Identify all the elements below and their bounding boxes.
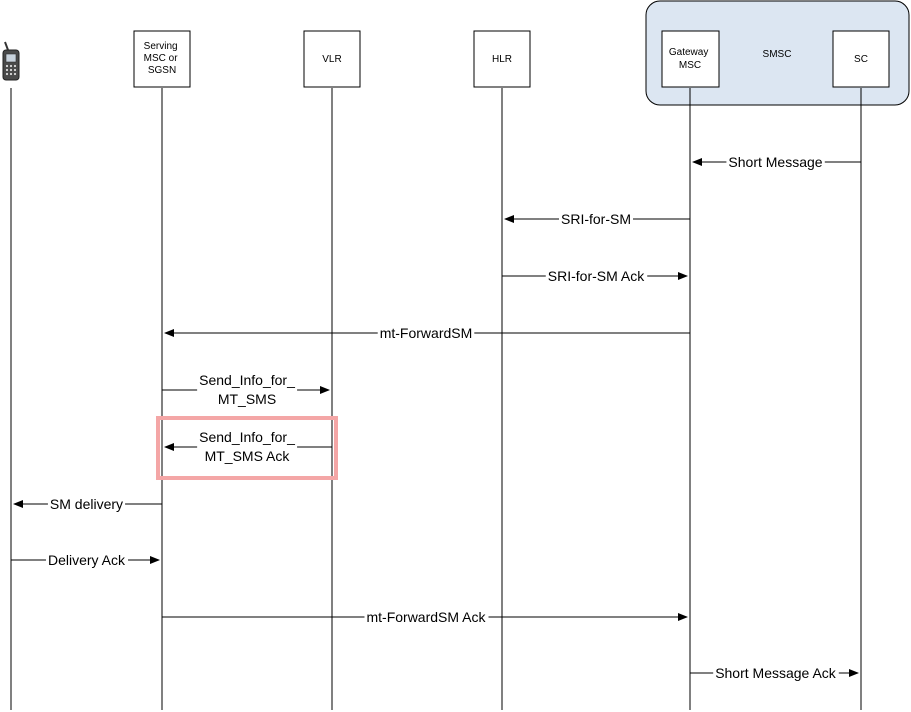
message-9: mt-ForwardSM Ack [162, 609, 688, 625]
sc-label: SC [854, 54, 868, 65]
message-label-line: Send_Info_for_ [199, 372, 295, 388]
message-8: Delivery Ack [11, 552, 160, 568]
message-6: Send_Info_for_ MT_SMS Ack [156, 416, 338, 480]
message-label-background [45, 552, 129, 568]
vlr-label: VLR [322, 54, 341, 65]
message-10: Short Message Ack [690, 665, 859, 681]
message-label: Send_Info_for_ MT_SMS Ack [199, 429, 295, 464]
serving-msc-label-line1: Serving [144, 41, 178, 52]
message-label-background [726, 154, 825, 170]
message-label-line: mt-ForwardSM [380, 325, 473, 341]
message-label: SRI-for-SM [561, 211, 631, 227]
message-label-background [713, 665, 839, 681]
entity-vlr: VLR [303, 30, 361, 88]
message-label: mt-ForwardSM [380, 325, 473, 341]
message-label-background [545, 268, 648, 284]
message-5: Send_Info_for_ MT_SMS [162, 372, 330, 407]
message-label: SM delivery [50, 496, 123, 512]
message-label-line: Send_Info_for_ [199, 429, 295, 445]
message-label-background [364, 609, 489, 625]
message-label: Short Message [728, 154, 822, 170]
message-label: Short Message Ack [715, 665, 837, 681]
message-label-line: SRI-for-SM Ack [548, 268, 645, 284]
smsc-group-label: SMSC [763, 49, 792, 60]
message-4: mt-ForwardSM [164, 325, 690, 341]
message-2: SRI-for-SM [504, 211, 690, 227]
message-label-line: MT_SMS [218, 391, 276, 407]
svg-text:Serving MSC or SGS: Serving MSC or SGSN [144, 41, 181, 76]
message-7: SM delivery [13, 496, 162, 512]
message-3: SRI-for-SM Ack [502, 268, 688, 284]
entity-serving-msc: Serving MSC or SGSN [133, 30, 191, 88]
svg-text:Gateway MSC: Gateway MSC [669, 47, 711, 71]
message-label-line: SM delivery [50, 496, 123, 512]
mobile-phone-icon [2, 41, 20, 81]
message-label-line: mt-ForwardSM Ack [366, 609, 486, 625]
message-label-background [559, 211, 633, 227]
message-label: Send_Info_for_ MT_SMS [199, 372, 295, 407]
message-label-line: SRI-for-SM [561, 211, 631, 227]
serving-msc-label-line3: SGSN [148, 65, 176, 76]
entity-gateway-msc: Gateway MSC [661, 30, 720, 88]
message-label-background [197, 429, 298, 464]
message-label-line: MT_SMS Ack [205, 448, 291, 464]
message-label-background [197, 372, 298, 407]
hlr-label: HLR [492, 54, 512, 65]
gateway-msc-label-line2: MSC [679, 60, 701, 71]
lifelines [10, 88, 862, 710]
message-label: Delivery Ack [48, 552, 126, 568]
highlight-frame [156, 416, 338, 480]
message-label-line: Short Message Ack [715, 665, 837, 681]
entity-hlr: HLR [473, 30, 531, 88]
message-label-line: Delivery Ack [48, 552, 126, 568]
message-1: Short Message [692, 154, 861, 170]
message-label: mt-ForwardSM Ack [366, 609, 486, 625]
gateway-msc-label-line1: Gateway [669, 47, 708, 58]
serving-msc-label-line2: MSC or [144, 53, 179, 64]
message-label-background [47, 496, 126, 512]
message-label: SRI-for-SM Ack [548, 268, 645, 284]
message-label-background [377, 325, 475, 341]
entity-sc: SC [832, 30, 890, 88]
message-label-line: Short Message [728, 154, 822, 170]
